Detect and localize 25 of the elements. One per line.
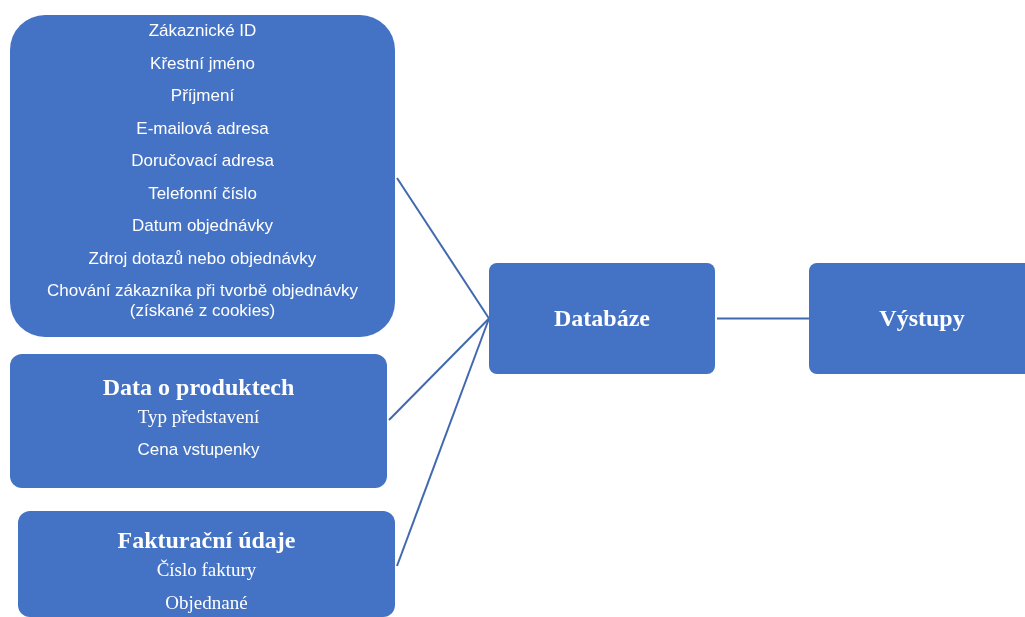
field-label: Zdroj dotazů nebo objednávky bbox=[88, 248, 317, 269]
box-heading: Databáze bbox=[554, 305, 650, 332]
field-label: Datum objednávky bbox=[132, 216, 273, 236]
process-box bbox=[489, 263, 715, 374]
field-label: Příjmení bbox=[170, 86, 235, 106]
box-heading: Data o produktech bbox=[102, 373, 295, 402]
process-box bbox=[809, 263, 1025, 374]
field-label: Chování zákazníka při tvorbě objednávky (získané z cookies) bbox=[46, 281, 359, 321]
list-box bbox=[10, 15, 395, 337]
box-heading: Výstupy bbox=[879, 305, 965, 332]
connector-line bbox=[388, 317, 490, 421]
field-label: Telefonní číslo bbox=[148, 183, 257, 204]
connector-line bbox=[396, 177, 490, 320]
field-label: Cena vstupenky bbox=[137, 439, 260, 461]
field-label: E-mailová adresa bbox=[136, 118, 269, 139]
field-label: Zákaznické ID bbox=[148, 21, 257, 41]
field-label: Křestní jméno bbox=[150, 53, 255, 74]
group-box bbox=[18, 511, 395, 617]
field-label: Doručovací adresa bbox=[131, 151, 274, 171]
field-label: Číslo faktury bbox=[156, 559, 257, 581]
field-label: Typ představení bbox=[137, 406, 260, 428]
connector-line bbox=[716, 317, 810, 320]
group-box bbox=[10, 354, 387, 488]
field-label: Objednané bbox=[165, 592, 248, 614]
box-heading: Fakturační údaje bbox=[117, 526, 296, 555]
